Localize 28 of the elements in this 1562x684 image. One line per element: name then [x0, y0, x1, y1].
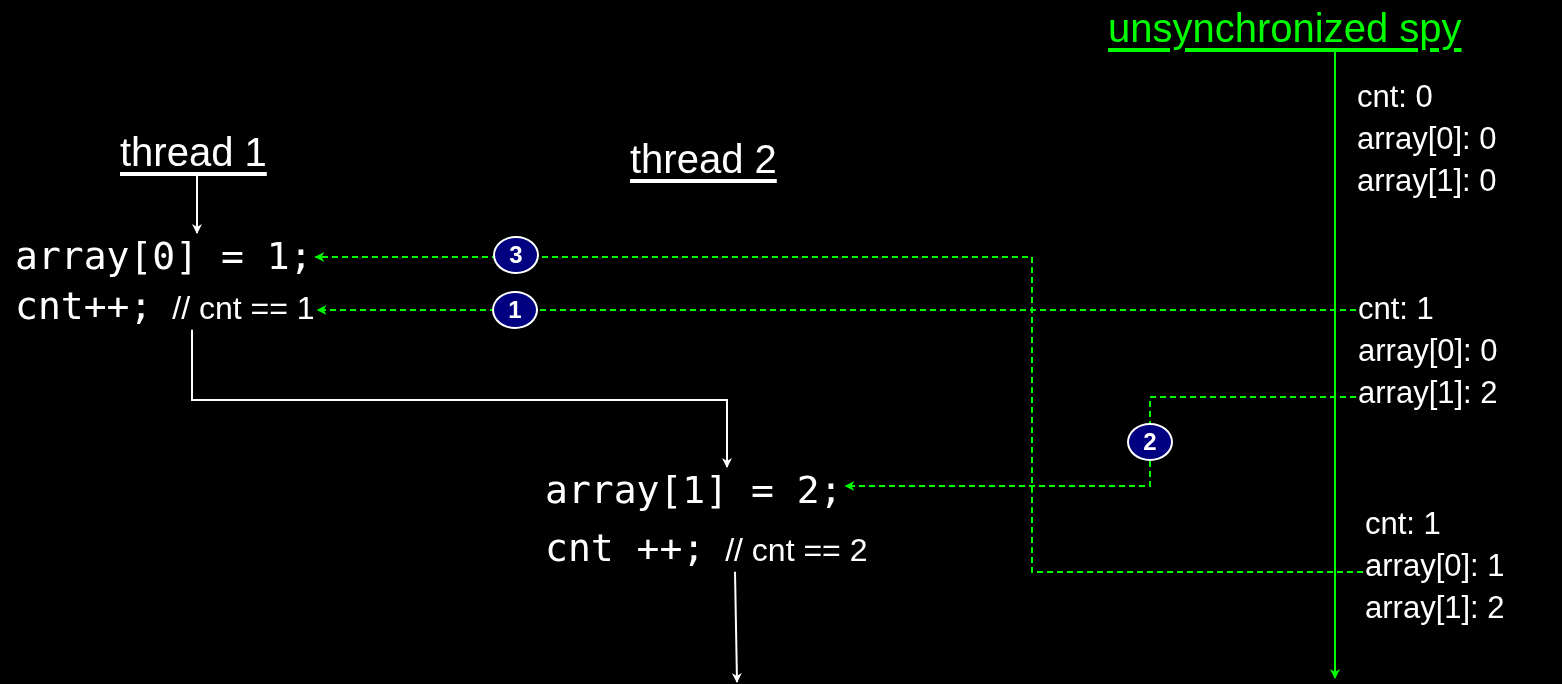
code-comment: // cnt == 2: [725, 532, 868, 568]
arrow: [191, 328, 732, 468]
dashed-arrow: [314, 252, 1364, 573]
value-readout: array[1]: 2: [1365, 591, 1505, 626]
column-heading: thread 2: [630, 137, 777, 181]
value-readout: array[0]: 1: [1365, 549, 1505, 584]
value-readout: array[1]: 0: [1357, 164, 1497, 199]
arrow: [192, 175, 202, 234]
value-readout: cnt: 0: [1357, 80, 1433, 115]
callout-number: 2: [1127, 423, 1173, 461]
dashed-arrow: [316, 305, 1357, 315]
dashed-arrow: [844, 396, 1357, 491]
code-line: array[0] = 1;: [15, 236, 313, 278]
arrow: [1330, 51, 1340, 679]
code-statement: cnt ++;: [545, 526, 706, 570]
code-line: array[1] = 2;: [545, 470, 843, 512]
code-comment: // cnt == 1: [172, 290, 315, 326]
callout-number: 3: [493, 236, 539, 274]
value-readout: array[0]: 0: [1357, 122, 1497, 157]
value-readout: array[1]: 2: [1358, 376, 1498, 411]
column-heading: thread 1: [120, 130, 267, 174]
value-readout: array[0]: 0: [1358, 334, 1498, 369]
value-readout: cnt: 1: [1365, 507, 1441, 542]
arrow: [731, 570, 742, 683]
value-readout: cnt: 1: [1358, 292, 1434, 327]
column-heading: unsynchronized spy: [1108, 6, 1462, 50]
code-statement: cnt++;: [15, 284, 153, 328]
callout-number: 1: [492, 291, 538, 329]
